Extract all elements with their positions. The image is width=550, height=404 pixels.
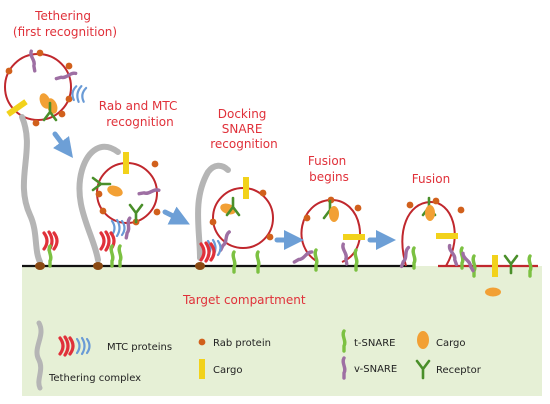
legend-mtc-label: MTC proteins bbox=[107, 342, 172, 353]
legend-tsnare-label: t-SNARE bbox=[354, 338, 395, 349]
legend-mtc: MTC proteins bbox=[58, 335, 172, 357]
stage-tethering bbox=[4, 49, 88, 270]
legend-receptor-label: Receptor bbox=[436, 365, 482, 376]
legend-rab: Rab protein bbox=[198, 338, 271, 349]
legend-tether-icon bbox=[34, 320, 44, 391]
legend-cargo-oval: Cargo bbox=[417, 331, 466, 349]
label-docking-3: recognition bbox=[210, 137, 278, 151]
label-rab-mtc-1: Rab and MTC bbox=[99, 99, 178, 113]
legend-receptor: Receptor bbox=[415, 359, 482, 380]
label-fusion-begins-2: begins bbox=[309, 170, 349, 184]
svg-text:Fusion begins: Fusion begins bbox=[308, 154, 350, 184]
label-tethering-1: Tethering bbox=[34, 9, 91, 23]
stage-rab-mtc bbox=[76, 143, 161, 270]
arrow-1 bbox=[52, 131, 73, 158]
label-target-compartment: Target compartment bbox=[182, 293, 306, 307]
legend: MTC proteins Tethering complex Rab prote… bbox=[34, 320, 482, 391]
legend-vsnare: v-SNARE bbox=[341, 356, 397, 380]
tethering-complex bbox=[19, 114, 43, 265]
legend-cargo-bar: Cargo bbox=[199, 359, 243, 379]
svg-text:Rab and MTC recognition: Rab and MTC recognition bbox=[99, 99, 181, 129]
legend-tsnare: t-SNARE bbox=[341, 329, 395, 353]
label-fusion: Fusion bbox=[412, 172, 450, 186]
stage-docking bbox=[195, 162, 274, 274]
legend-vsnare-label: v-SNARE bbox=[354, 364, 397, 375]
stage-fusion bbox=[399, 196, 465, 270]
legend-tethering-label: Tethering complex bbox=[48, 373, 141, 384]
legend-tethering: Tethering complex bbox=[34, 320, 141, 391]
label-rab-mtc-2: recognition bbox=[106, 115, 174, 129]
label-fusion-begins-1: Fusion bbox=[308, 154, 346, 168]
progression-arrows bbox=[52, 131, 396, 250]
label-docking-2: SNARE bbox=[222, 122, 263, 136]
legend-rab-label: Rab protein bbox=[213, 338, 271, 349]
tether-stage3 bbox=[195, 162, 231, 261]
label-tethering-2: (first recognition) bbox=[13, 25, 117, 39]
svg-text:Tethering (first recogniti: Tethering (first recognition) bbox=[13, 9, 117, 39]
tether-stage2 bbox=[76, 143, 121, 263]
arrow-2 bbox=[162, 206, 190, 225]
fused-contents bbox=[460, 251, 533, 297]
target-compartment bbox=[22, 266, 542, 396]
label-docking-1: Docking bbox=[218, 107, 267, 121]
svg-text:Fusion: Fusion bbox=[412, 172, 450, 186]
legend-cargo-oval-label: Cargo bbox=[436, 338, 466, 349]
legend-cargo-bar-label: Cargo bbox=[213, 365, 243, 376]
stage-fusion-begins bbox=[292, 196, 365, 272]
svg-text:Docking SNARE recognit: Docking SNARE recognition bbox=[210, 107, 278, 151]
legend-cargo-oval-icon bbox=[417, 331, 429, 349]
legend-cargo-bar-icon bbox=[199, 359, 205, 379]
